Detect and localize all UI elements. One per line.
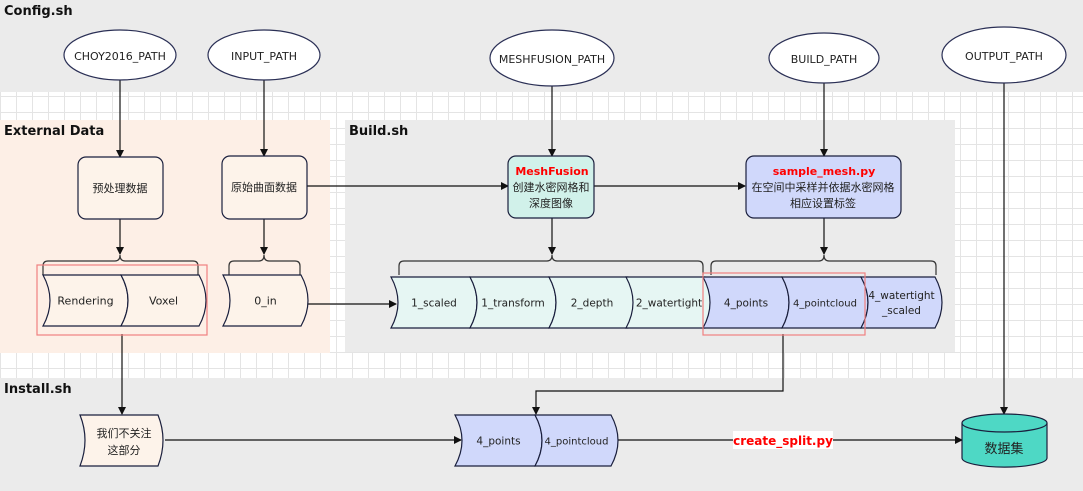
store-build-4-pointcloud-label: 4_pointcloud (793, 299, 857, 310)
node-ignore-line2: 这部分 (108, 443, 141, 457)
node-ignore[interactable]: 我们不关注 这部分 (79, 414, 164, 467)
config-var-label: OUTPUT_PATH (965, 50, 1043, 63)
config-var-meshfusion-path[interactable]: MESHFUSION_PATH (489, 29, 615, 87)
store-4-watertight-scaled[interactable]: 4_watertight _scaled (859, 276, 943, 329)
store-build-4-points-label: 4_points (724, 298, 768, 310)
node-sample-mesh[interactable]: sample_mesh.py 在空间中采样并依据水密网格 相应设置标签 (745, 155, 902, 219)
config-var-input-path[interactable]: INPUT_PATH (207, 29, 321, 81)
brace-meshfusion (398, 254, 704, 275)
zone-build-title: Build.sh (349, 124, 409, 139)
store-2-watertight-label: 2_watertight (636, 298, 702, 310)
config-var-choy2016-path[interactable]: CHOY2016_PATH (63, 29, 177, 81)
highlight-sample-stores (702, 272, 866, 336)
node-meshfusion-line1: 创建水密网格和 (513, 180, 590, 194)
node-meshfusion-line2: 深度图像 (529, 196, 573, 210)
store-0-in-label: 0_in (254, 295, 277, 308)
edges (116, 80, 1008, 444)
node-preprocess-label: 预处理数据 (93, 181, 148, 195)
zone-config-title: Config.sh (4, 4, 73, 19)
store-1-scaled-label: 1_scaled (411, 298, 457, 310)
store-install-4-points[interactable]: 4_points (453, 414, 543, 467)
store-1-transform[interactable]: 1_transform (468, 276, 557, 329)
config-vars: CHOY2016_PATH INPUT_PATH MESHFUSION_PATH… (63, 26, 1067, 87)
braces (42, 254, 937, 275)
store-1-scaled[interactable]: 1_scaled (389, 276, 478, 329)
node-sample-mesh-line1: 在空间中采样并依据水密网格 (752, 180, 895, 194)
config-var-label: INPUT_PATH (231, 50, 297, 63)
store-2-watertight[interactable]: 2_watertight (624, 276, 713, 329)
node-sample-mesh-line2: 相应设置标签 (790, 196, 856, 210)
store-0-in[interactable]: 0_in (221, 274, 309, 327)
store-4-watertight-scaled-label: _scaled (881, 305, 921, 317)
store-install-4-points-label: 4_points (476, 436, 520, 448)
config-var-label: MESHFUSION_PATH (499, 53, 605, 66)
stores: Rendering Voxel 0_in 1_scaled 1_transform 2_d… (41, 274, 943, 467)
node-meshfusion[interactable]: MeshFusion 创建水密网格和 深度图像 (507, 155, 595, 219)
store-rendering-label: Rendering (57, 295, 113, 308)
store-build-4-pointcloud[interactable]: 4_pointcloud (780, 276, 869, 329)
highlight-pre-stores (36, 264, 208, 336)
node-raw-surface[interactable]: 原始曲面数据 (221, 155, 308, 220)
edge-label-create-split: create_split.py (733, 431, 833, 449)
store-install-4-pointcloud-label: 4_pointcloud (545, 437, 609, 448)
edge-label-text: create_split.py (733, 434, 833, 449)
store-1-transform-label: 1_transform (481, 298, 544, 310)
zone-external-title: External Data (4, 124, 105, 139)
store-2-depth[interactable]: 2_depth (547, 276, 636, 329)
node-meshfusion-title: MeshFusion (515, 165, 588, 178)
zone-install-title: Install.sh (4, 382, 72, 397)
config-var-build-path[interactable]: BUILD_PATH (768, 32, 880, 84)
store-install-4-pointcloud[interactable]: 4_pointcloud (533, 414, 619, 467)
node-dataset-label: 数据集 (984, 441, 1023, 457)
node-preprocess[interactable]: 预处理数据 (77, 156, 164, 220)
config-var-output-path[interactable]: OUTPUT_PATH (941, 26, 1067, 84)
edge-sample-to-install-stores (532, 334, 784, 415)
brace-sample (710, 254, 937, 275)
store-rendering[interactable]: Rendering (41, 274, 129, 327)
node-ignore-line1: 我们不关注 (97, 426, 152, 440)
store-4-watertight-scaled-label: 4_watertight (868, 290, 934, 302)
store-build-4-points[interactable]: 4_points (701, 276, 790, 329)
node-raw-surface-label: 原始曲面数据 (231, 180, 297, 194)
store-voxel[interactable]: Voxel (119, 274, 207, 327)
node-dataset[interactable]: 数据集 (961, 413, 1048, 468)
store-2-depth-label: 2_depth (571, 298, 614, 310)
brace-raw (228, 254, 301, 275)
config-var-label: BUILD_PATH (791, 53, 858, 66)
brace-preprocess (42, 254, 199, 275)
config-var-label: CHOY2016_PATH (74, 50, 166, 63)
node-sample-mesh-title: sample_mesh.py (773, 165, 876, 178)
store-voxel-label: Voxel (149, 295, 178, 308)
